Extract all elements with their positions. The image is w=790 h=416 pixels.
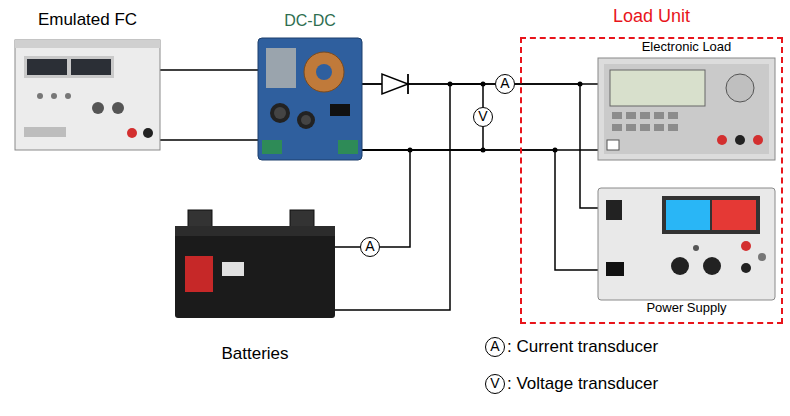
- wire: [362, 150, 598, 270]
- node-heading: Batteries: [221, 344, 288, 364]
- dashed-border: [520, 37, 783, 324]
- wire: [335, 246, 360, 248]
- legend-sample: A: [485, 337, 505, 357]
- node-heading: Emulated FC: [38, 10, 137, 30]
- junction-dots: [408, 82, 583, 153]
- diode-symbol: [382, 74, 408, 94]
- legend: A: Current transducerV: Voltage transduc…: [485, 336, 785, 406]
- legend-row: V: Voltage transducer: [485, 373, 785, 395]
- instrument-box: Electronic Load: [598, 40, 775, 162]
- legend-text: : Current transducer: [507, 336, 658, 358]
- power-supply-picture: [598, 188, 775, 300]
- fc-emulator-picture: [15, 40, 160, 150]
- instrument-box: Emulated FC: [15, 10, 160, 155]
- node-heading: DC-DC: [284, 12, 336, 30]
- wire: [160, 139, 258, 141]
- battery-picture: [175, 210, 335, 318]
- wire: [362, 150, 410, 247]
- node-heading: Power Supply: [646, 301, 726, 316]
- wire: [515, 84, 598, 208]
- current-transducer: A: [495, 74, 515, 94]
- node-heading: Load Unit: [613, 6, 690, 27]
- load-unit-region: Load UnitElectronic LoadPower Supply: [520, 6, 783, 324]
- electronic-load-picture: [598, 58, 775, 160]
- transducer-letter: V: [486, 375, 504, 393]
- wire: [160, 69, 258, 71]
- dcdc-board-picture: [258, 38, 362, 160]
- transducer-letter: A: [361, 238, 379, 256]
- transducer-letter: A: [496, 75, 514, 93]
- wire: [362, 84, 483, 107]
- node-heading: Electronic Load: [642, 40, 732, 55]
- instrument-box: Power Supply: [598, 188, 775, 320]
- legend-sample: V: [485, 374, 505, 394]
- transducer-letter: V: [474, 108, 492, 126]
- battery-box: Batteries: [175, 208, 335, 368]
- voltage-transducer: V: [473, 107, 493, 127]
- transducer-letter: A: [486, 338, 504, 356]
- wire: [362, 127, 483, 150]
- current-transducer: A: [360, 237, 380, 257]
- converter-box: DC-DC: [258, 12, 362, 160]
- legend-row: A: Current transducer: [485, 336, 785, 358]
- legend-text: : Voltage transducer: [507, 373, 658, 395]
